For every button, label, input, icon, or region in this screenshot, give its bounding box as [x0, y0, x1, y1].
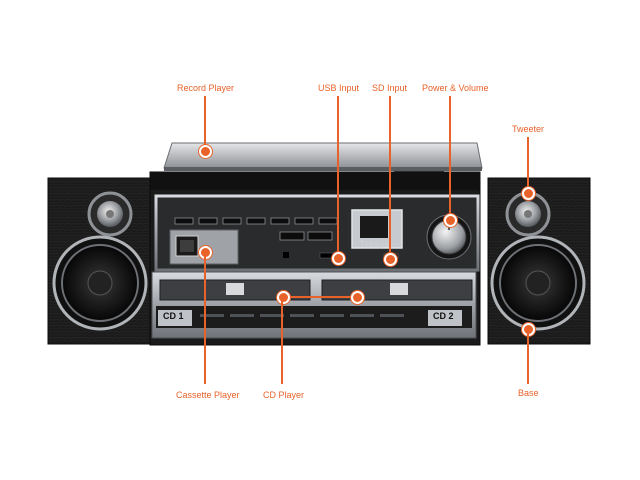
cd-player-leader-horizontal: [282, 296, 356, 298]
cd-player-leader-vertical: [281, 300, 283, 384]
usb-input-leader: [337, 96, 339, 256]
usb-input-marker: [332, 252, 345, 265]
tweeter-leader: [527, 137, 529, 192]
cassette-player-leader: [204, 256, 206, 384]
right-speaker: [487, 177, 591, 345]
power-volume-marker: [444, 214, 457, 227]
cd-panel: [151, 271, 477, 339]
cd-player-label: CD Player: [263, 390, 305, 400]
base-leader: [527, 333, 529, 384]
power-volume-label: Power & Volume: [422, 83, 489, 93]
cassette-player-label: Cassette Player: [176, 390, 240, 400]
tweeter-marker: [522, 187, 535, 200]
usb-input-label: USB Input: [318, 83, 360, 93]
record-player-leader: [204, 96, 206, 150]
cd1-label: CD 1: [163, 311, 184, 321]
power-volume-leader: [449, 96, 451, 218]
brand-logo: Trexus: [360, 240, 391, 249]
cd2-label: CD 2: [433, 311, 454, 321]
cd-player-marker-left: [277, 291, 290, 304]
record-player-label: Record Player: [177, 83, 235, 93]
sd-input-marker: [384, 253, 397, 266]
left-speaker: [47, 177, 151, 345]
control-panel: [154, 194, 480, 272]
record-player-marker: [199, 145, 212, 158]
cd-player-marker-right: [351, 291, 364, 304]
sd-input-label: SD Input: [372, 83, 408, 93]
tweeter-label: Tweeter: [512, 124, 545, 134]
base-label: Base: [518, 388, 539, 398]
sd-input-leader: [389, 96, 391, 257]
